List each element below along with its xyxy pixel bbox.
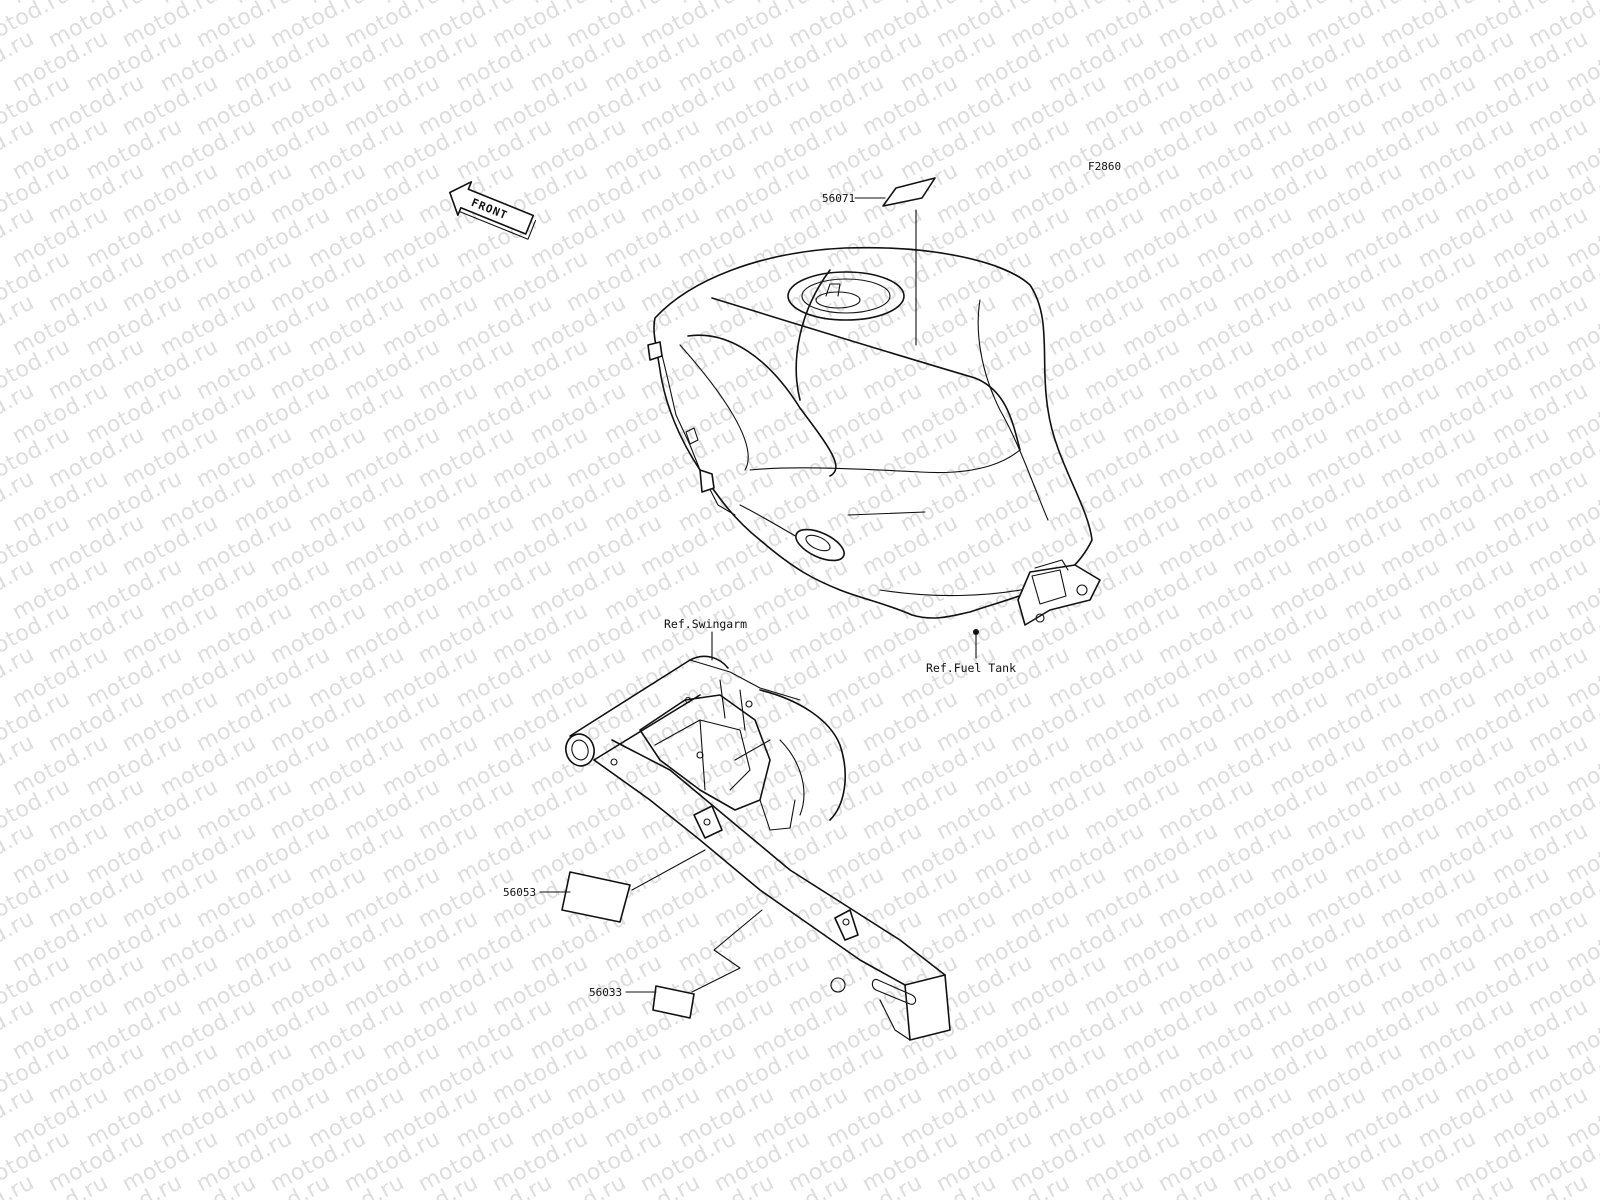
watermark-text: motod.ru	[1562, 0, 1600, 9]
swingarm-reference-label: Ref.Swingarm	[664, 617, 747, 631]
part-number-56053: 56053	[503, 886, 536, 899]
part-number-56071: 56071	[822, 192, 855, 205]
fuel-tank-reference-label: Ref.Fuel Tank	[926, 661, 1016, 675]
figure-code: F2860	[1088, 160, 1121, 173]
part-number-56033: 56033	[589, 986, 622, 999]
